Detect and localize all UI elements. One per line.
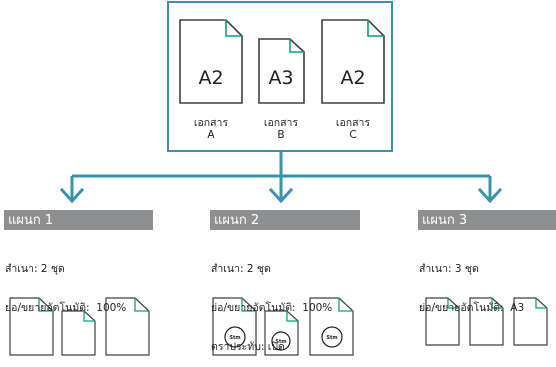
document-a-size: A2 (198, 67, 223, 89)
dept2-copies: สำเนา: 2 ชุด (211, 263, 271, 275)
arrow-heads (59, 187, 503, 204)
diagram-graphics: A2 A3 A2 Stm (9, 19, 548, 356)
arrow-dept2-icon (268, 187, 294, 204)
dept1-copies: สำเนา: 2 ชุด (5, 263, 65, 275)
stamp-label: Stm (326, 335, 337, 341)
connector-lines (70, 152, 492, 200)
stamp-label: Stm (275, 339, 286, 345)
dept3-settings: สำเนา: 3 ชุด ย่อ/ขยายอัตโนมัติ: A3 (419, 237, 524, 328)
arrow-dept3-icon (477, 187, 503, 204)
document-a-icon: A2 (179, 19, 243, 104)
dept3-header: แผนก 3 (418, 210, 556, 230)
document-b-icon: A3 (258, 38, 305, 104)
document-c-icon: A2 (321, 19, 385, 104)
dept1-settings: สำเนา: 2 ชุด ย่อ/ขยายอัตโนมัติ: 100% (5, 237, 126, 328)
dept2-settings: สำเนา: 2 ชุด ย่อ/ขยายอัตโนมัติ: 100% ตรา… (211, 237, 332, 367)
dept1-pages (9, 297, 150, 356)
document-b-size: A3 (268, 67, 293, 89)
dept3-pages (425, 297, 548, 346)
dept2-zoom: ย่อ/ขยายอัตโนมัติ: 100% (211, 302, 333, 314)
dept2-header: แผนก 2 (210, 210, 360, 230)
dept1-zoom: ย่อ/ขยายอัตโนมัติ: 100% (5, 302, 127, 314)
document-a-label: เอกสาร A (193, 117, 229, 141)
dept3-zoom: ย่อ/ขยายอัตโนมัติ: A3 (419, 302, 525, 314)
arrow-dept1-icon (59, 187, 85, 204)
dept1-header: แผนก 1 (4, 210, 153, 230)
dept2-pages: Stm Stm Stm (212, 297, 354, 356)
document-c-size: A2 (340, 67, 365, 89)
stamp-label: Stm (229, 335, 240, 341)
dept3-copies: สำเนา: 3 ชุด (419, 263, 479, 275)
dept2-stamp: ตราประทับ: เปิด (211, 341, 285, 353)
document-c-label: เอกสาร C (335, 117, 371, 141)
document-b-label: เอกสาร B (263, 117, 299, 141)
